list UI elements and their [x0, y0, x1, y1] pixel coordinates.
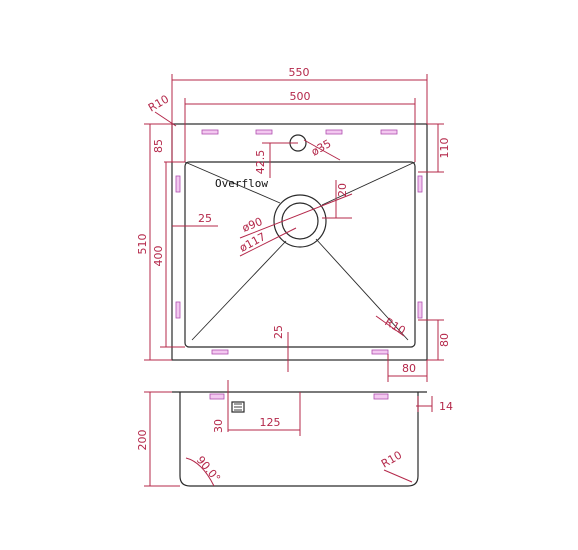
mounting-clip: [209, 393, 225, 400]
overflow-label: Overflow: [215, 177, 268, 190]
mounting-clip: [175, 175, 181, 193]
outer-radius-label: R10: [146, 93, 171, 115]
drain-outer-ring: [273, 194, 327, 248]
section-height-label: 200: [136, 430, 149, 451]
drain-inner-ring: [281, 202, 319, 240]
mounting-clip: [211, 349, 229, 355]
bowl-width-label: 500: [290, 90, 311, 103]
slope-line: [321, 161, 416, 206]
section-bowl-profile: [179, 392, 419, 487]
mounting-clip: [417, 301, 423, 319]
mounting-clip: [325, 129, 343, 135]
drain-outer-diameter-label: ø117: [237, 230, 268, 254]
slope-line: [191, 240, 287, 341]
mounting-clip: [175, 301, 181, 319]
slope-line: [184, 161, 281, 204]
bottom-margin-label: 25: [272, 325, 285, 339]
angle-label: 90.0°: [194, 454, 223, 485]
inner-radius-label: R10: [383, 315, 408, 337]
section-dimensions: 200 30 125 14 90.0° R10: [136, 380, 453, 487]
bowl-depth-label: 400: [152, 246, 165, 267]
plan-view: [171, 123, 428, 361]
slope-line: [315, 238, 409, 341]
tap-hole-diameter-label: ø35: [309, 137, 333, 159]
side-offset-label: 25: [198, 212, 212, 225]
right-top-label: 110: [438, 138, 451, 159]
angle-arc: [185, 457, 215, 487]
mounting-clip: [373, 393, 389, 400]
mounting-clip: [417, 175, 423, 193]
clip-height-label: 80: [438, 333, 451, 347]
tap-offset-label: 42.5: [254, 150, 267, 175]
bowl-edge: [184, 161, 416, 348]
deck-depth-label: 85: [152, 139, 165, 153]
sink-outer-edge: [171, 123, 428, 361]
mounting-clip: [255, 129, 273, 135]
overall-depth-label: 510: [136, 234, 149, 255]
overall-width-label: 550: [289, 66, 310, 79]
wall-thickness-label: 14: [439, 400, 453, 413]
mounting-clip: [201, 129, 219, 135]
clip-width-label: 80: [402, 362, 416, 375]
drain-offset-label: 20: [336, 183, 349, 197]
bottom-radius-label: R10: [379, 449, 404, 471]
mounting-clip: [380, 129, 398, 135]
mounting-clip: [371, 349, 389, 355]
overflow-offset-label: 125: [260, 416, 281, 429]
overflow-fitting: [231, 401, 245, 413]
plan-dimensions: 550 500 R10 85 42.5 ø35 110 20 25: [136, 66, 451, 382]
overflow-height-label: 30: [212, 419, 225, 433]
